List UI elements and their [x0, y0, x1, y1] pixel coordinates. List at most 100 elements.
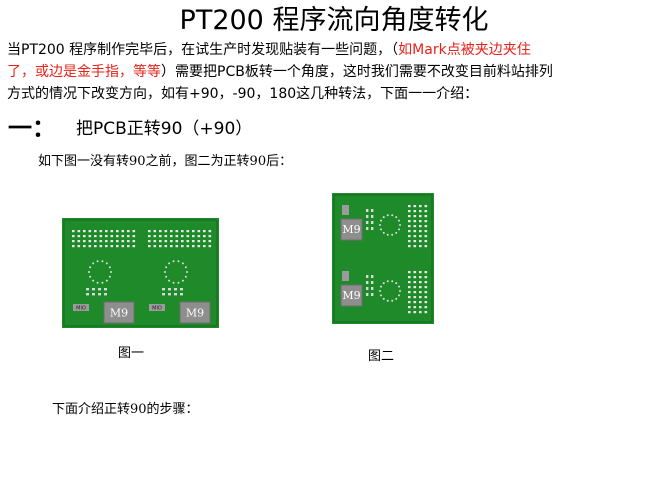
pcb-pad	[408, 311, 411, 314]
pcb-pad	[413, 286, 417, 289]
pcb-via-dot	[101, 260, 104, 263]
pcb-pad	[186, 235, 190, 238]
pcb-pad	[148, 240, 151, 243]
pcb-pad	[208, 245, 212, 248]
pcb-component	[371, 227, 374, 230]
pcb-pad	[408, 230, 411, 233]
pcb-figure-2: M9 M9	[332, 193, 434, 324]
pcb-pad	[408, 291, 411, 294]
pcb-pad	[72, 245, 75, 248]
pcb-component	[174, 293, 177, 296]
pcb-component	[371, 287, 374, 290]
pcb-pad	[159, 245, 162, 248]
pcb-pad	[408, 240, 411, 243]
pcb-pad	[94, 240, 97, 243]
pcb-pad	[419, 205, 422, 208]
pcb-pad	[192, 235, 195, 238]
pcb-pad	[408, 281, 411, 284]
pcb-panel-bottom: M9	[340, 271, 428, 314]
pcb-pad	[170, 235, 173, 238]
pcb-pad	[127, 230, 130, 233]
pcb-via-dot	[89, 275, 92, 278]
pcb-pad	[408, 245, 411, 248]
pcb-pad	[99, 240, 103, 243]
pcb-via-dot	[391, 280, 394, 283]
pcb-pad	[208, 230, 212, 233]
pcb-pad	[413, 240, 417, 243]
pcb-pad	[153, 245, 157, 248]
pcb-pad	[424, 291, 428, 294]
pcb-pad	[408, 306, 411, 309]
pcb-via-dot	[386, 299, 389, 302]
pcb-component	[366, 221, 369, 224]
intro-text: 当PT200 程序制作完毕后，在试生产时发现贴装有一些问题，（	[7, 42, 399, 58]
pcb-pad	[105, 230, 108, 233]
pcb-pad	[159, 235, 162, 238]
pcb-via-dot	[172, 281, 175, 284]
pcb-pad	[424, 235, 428, 238]
pcb-component	[98, 293, 101, 296]
pcb-pad	[419, 281, 422, 284]
pcb-via-dot	[177, 281, 180, 284]
pcb-pad	[83, 230, 86, 233]
pcb-pad	[424, 220, 428, 223]
pcb-component	[168, 288, 171, 291]
pcb-via-dot	[177, 260, 180, 263]
pcb-pad	[127, 235, 130, 238]
pcb-pad	[197, 230, 201, 233]
pcb-component	[104, 288, 107, 291]
pcb-pad	[197, 235, 201, 238]
pcb-pad	[94, 245, 97, 248]
pcb-pad	[419, 210, 422, 213]
small-ic	[73, 304, 89, 311]
section-heading: 把PCB正转90（+90）	[76, 119, 253, 139]
pcb-pad	[197, 240, 201, 243]
intro-line-1: 当PT200 程序制作完毕后，在试生产时发现贴装有一些问题，（如Mark点被夹边…	[7, 40, 531, 60]
pcb-via-dot	[168, 279, 171, 282]
pcb-pad	[408, 205, 411, 208]
pcb-pad	[413, 220, 417, 223]
pcb-pad	[408, 235, 411, 238]
pcb-pad	[413, 210, 417, 213]
small-ic-label: MIO	[152, 306, 162, 312]
pcb-component	[86, 288, 89, 291]
pcb-via-dot	[395, 297, 398, 300]
pcb-via-dot	[181, 279, 184, 282]
pcb-pad	[413, 311, 417, 314]
pcb-pad	[127, 245, 130, 248]
pcb-outline	[333, 194, 433, 323]
pcb-via-dot	[395, 231, 398, 234]
pcb-pad	[159, 230, 162, 233]
pcb-pad	[148, 245, 151, 248]
pcb-pad	[159, 240, 162, 243]
pcb-component	[366, 287, 369, 290]
pcb-pad	[413, 235, 417, 238]
pcb-via-dot	[168, 262, 171, 265]
pcb-pad	[413, 291, 417, 294]
pcb-pad	[413, 205, 417, 208]
pcb-component	[366, 281, 369, 284]
pcb-pad	[192, 240, 195, 243]
pcb-pad	[83, 235, 86, 238]
pcb-pad	[424, 245, 428, 248]
pcb-pad	[413, 225, 417, 228]
pcb-pad	[413, 215, 417, 218]
section-description: 如下图一没有转90之前，图二为正转90后：	[38, 154, 293, 169]
pcb-component	[366, 227, 369, 230]
pcb-via-dot	[105, 279, 108, 282]
chip	[103, 301, 135, 324]
pcb-via-dot	[172, 260, 175, 263]
pcb-via-dot	[186, 271, 188, 273]
pcb-pad	[197, 245, 201, 248]
pcb-component	[168, 293, 171, 296]
pcb-pad	[116, 240, 119, 243]
pcb-pad	[170, 240, 173, 243]
pcb-pad	[208, 240, 212, 243]
pcb-via-dot	[108, 266, 111, 269]
pcb-pad	[424, 286, 428, 289]
pcb-pad	[208, 235, 212, 238]
pcb-via-dot	[379, 294, 382, 297]
pcb-via-dot	[379, 290, 381, 292]
pcb-pad	[148, 230, 151, 233]
pcb-pad	[175, 230, 179, 233]
